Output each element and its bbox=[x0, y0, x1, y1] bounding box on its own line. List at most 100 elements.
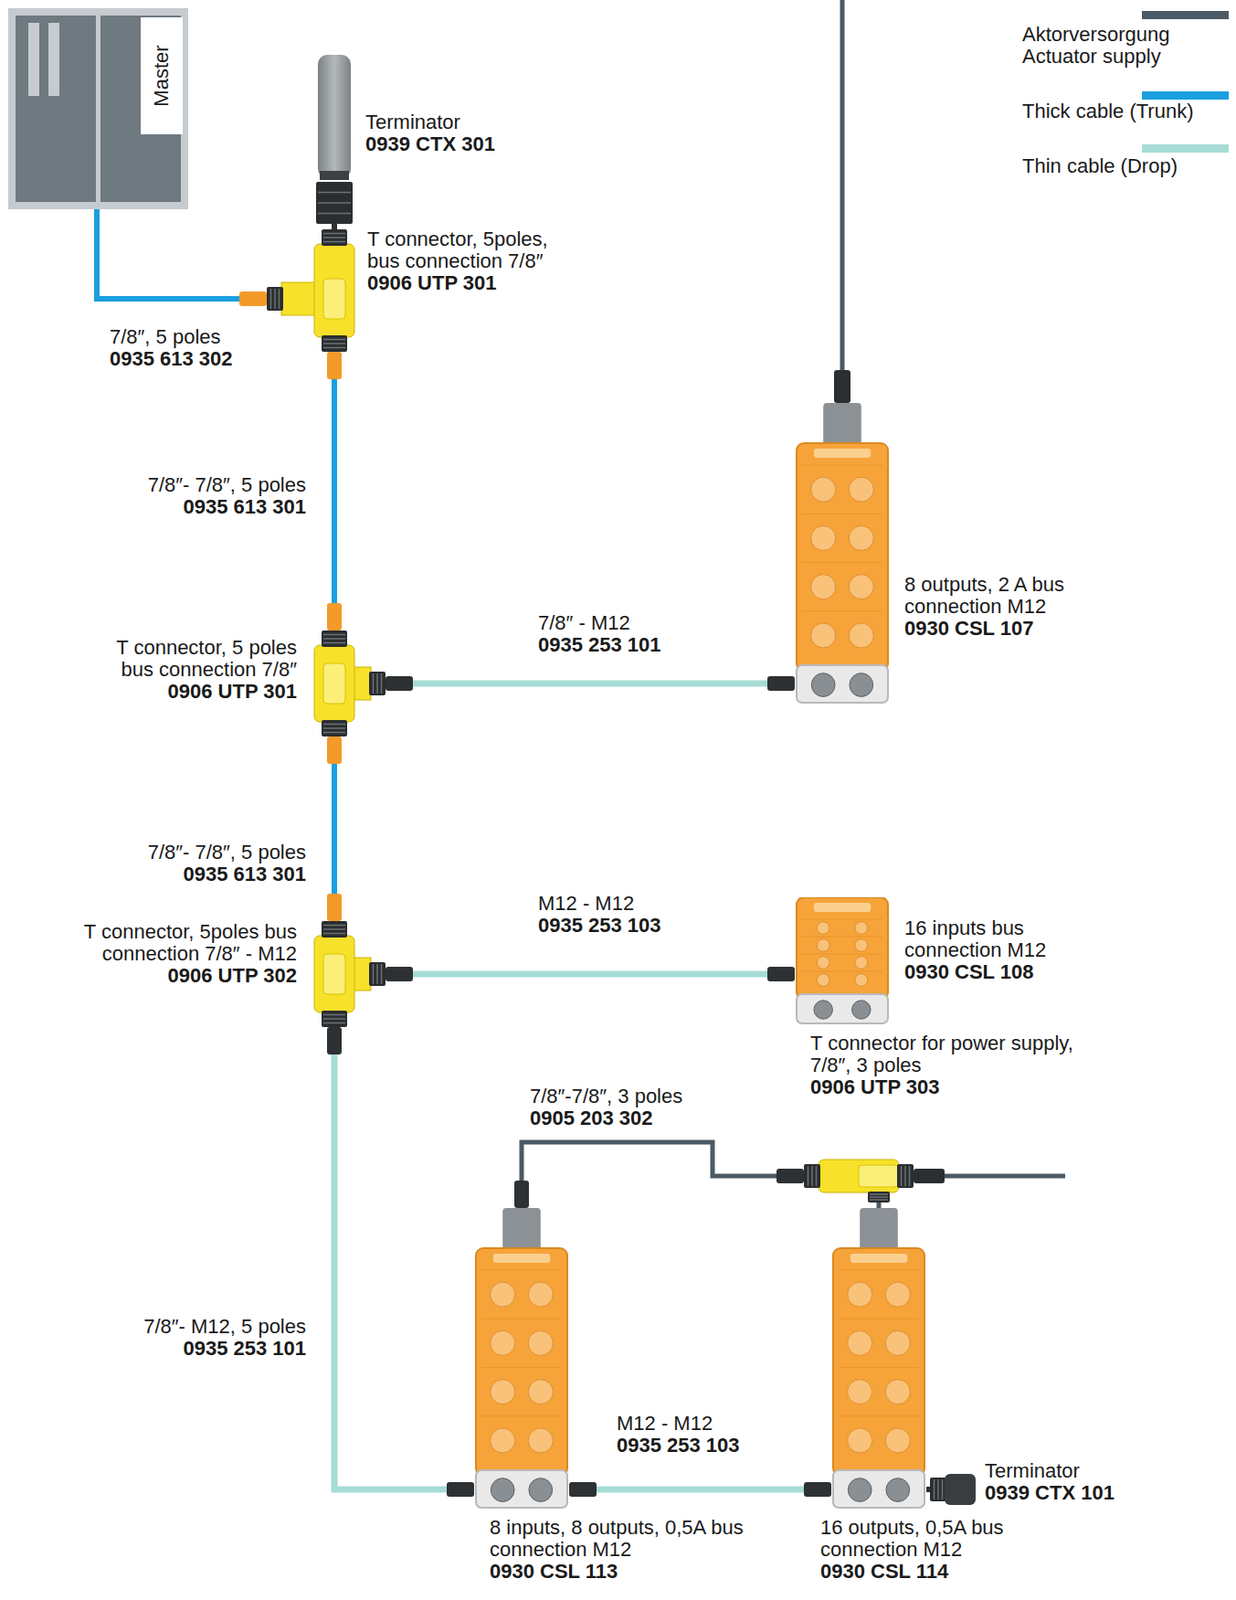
master-label-plate: Master bbox=[140, 17, 183, 135]
cable-part-number: 0935 613 301 bbox=[182, 863, 307, 886]
cable-description: 7/8″- 7/8″, 5 poles bbox=[147, 474, 307, 497]
cable-plug bbox=[327, 1026, 342, 1055]
cable bbox=[331, 351, 338, 631]
t-connector: T connector, 5 poles bus connection 7/8″… bbox=[301, 630, 386, 737]
legend-swatch bbox=[1141, 10, 1229, 20]
io-module-shape bbox=[474, 1207, 570, 1510]
part-number: 0930 CSL 113 bbox=[489, 1560, 764, 1583]
cable-part-number: 0935 253 103 bbox=[538, 914, 662, 937]
cable-description: 7/8″, 5 poles bbox=[109, 326, 222, 349]
part-description: T connector for power supply, 7/8″, 3 po… bbox=[810, 1032, 1094, 1077]
part-number: 0930 CSL 107 bbox=[904, 617, 1124, 640]
part-number: 0906 UTP 301 bbox=[91, 680, 297, 703]
node-caption: T connector, 5poles bus connection 7/8″ … bbox=[68, 920, 297, 988]
cable-plug bbox=[385, 676, 413, 691]
cable-part-number: 0935 253 101 bbox=[182, 1337, 307, 1360]
legend-text: Thick cable (Trunk) bbox=[1022, 100, 1210, 123]
terminator: Terminator0939 CTX 301 bbox=[314, 54, 355, 224]
cable-description: 7/8″- 7/8″, 5 poles bbox=[147, 841, 307, 864]
power-t-connector: T connector for power supply, 7/8″, 3 po… bbox=[803, 1149, 914, 1203]
cable bbox=[569, 1486, 832, 1493]
cable-plug bbox=[239, 291, 267, 307]
io-module: 16 outputs, 0,5A bus connection M120930 … bbox=[831, 1207, 927, 1510]
cable-description: 7/8″-7/8″, 3 poles bbox=[529, 1085, 683, 1108]
part-description: 8 outputs, 2 A bus connection M12 bbox=[904, 573, 1124, 618]
part-description: 16 outputs, 0,5A bus connection M12 bbox=[820, 1516, 1031, 1561]
part-number: 0906 UTP 301 bbox=[367, 272, 573, 295]
cable-part-number: 0935 253 103 bbox=[616, 1434, 740, 1457]
io-module-shape bbox=[831, 1207, 927, 1510]
part-description: T connector, 5 poles bus connection 7/8″ bbox=[91, 636, 297, 681]
cable bbox=[521, 1141, 804, 1208]
cable-description: 7/8″ - M12 bbox=[538, 612, 631, 634]
cable-plug bbox=[327, 736, 342, 764]
cable-part-number: 0905 203 302 bbox=[529, 1107, 654, 1130]
io-module-shape bbox=[794, 402, 890, 705]
node-caption: T connector, 5 poles bus connection 7/8″… bbox=[91, 636, 297, 704]
cable bbox=[876, 1202, 882, 1208]
cable-part-number: 0935 253 101 bbox=[538, 633, 662, 656]
part-description: T connector, 5poles bus connection 7/8″ … bbox=[68, 920, 297, 965]
cable-part-number: 0935 613 302 bbox=[109, 348, 233, 370]
legend-text: Aktorversorgung Actuator supply bbox=[1022, 23, 1210, 68]
power-plug bbox=[913, 1168, 945, 1184]
master-controller: Master bbox=[8, 8, 189, 210]
legend-swatch bbox=[1141, 91, 1229, 100]
part-number: 0930 CSL 108 bbox=[904, 961, 1124, 983]
cable-plug bbox=[803, 1481, 832, 1497]
power-cable bbox=[840, 0, 846, 377]
io-module: 8 inputs, 8 outputs, 0,5A bus connection… bbox=[474, 1207, 570, 1510]
cable-plug bbox=[767, 966, 795, 982]
terminator-shape bbox=[314, 54, 355, 224]
cable-plug bbox=[569, 1481, 597, 1497]
cable-plug bbox=[385, 966, 413, 982]
cable-plug bbox=[327, 351, 342, 380]
terminator-shape bbox=[929, 1473, 976, 1505]
io-module: 8 outputs, 2 A bus connection M120930 CS… bbox=[794, 402, 890, 705]
node-caption: Terminator0939 CTX 101 bbox=[984, 1459, 1186, 1504]
cable-part-number: 0935 613 301 bbox=[182, 496, 307, 518]
cable bbox=[926, 1486, 930, 1492]
cable bbox=[334, 1026, 475, 1490]
cable bbox=[96, 209, 267, 299]
node-caption: 16 outputs, 0,5A bus connection M120930 … bbox=[820, 1516, 1031, 1584]
legend-swatch bbox=[1141, 144, 1229, 153]
part-description: Terminator bbox=[365, 111, 567, 134]
power-cable bbox=[931, 1173, 1066, 1179]
t-connector: T connector, 5poles bus connection 7/8″ … bbox=[301, 920, 386, 1027]
cable bbox=[331, 223, 338, 230]
cable-plug bbox=[327, 893, 342, 921]
part-number: 0906 UTP 303 bbox=[810, 1076, 1094, 1099]
part-description: Terminator bbox=[984, 1459, 1186, 1482]
legend-text: Thin cable (Drop) bbox=[1022, 155, 1210, 178]
part-number: 0939 CTX 101 bbox=[984, 1481, 1186, 1504]
cable bbox=[385, 971, 795, 978]
cable-description: 7/8″- M12, 5 poles bbox=[143, 1315, 307, 1338]
cable-plug bbox=[514, 1180, 529, 1208]
node-caption: Terminator0939 CTX 301 bbox=[365, 111, 567, 156]
cable-description: M12 - M12 bbox=[538, 892, 634, 915]
part-number: 0906 UTP 302 bbox=[68, 964, 297, 987]
cable-plug bbox=[327, 602, 342, 631]
power-plug bbox=[834, 369, 851, 403]
cable-plug bbox=[446, 1481, 475, 1497]
part-description: T connector, 5poles, bus connection 7/8″ bbox=[367, 228, 573, 273]
part-description: 16 inputs bus connection M12 bbox=[904, 917, 1124, 962]
cable-description: M12 - M12 bbox=[616, 1412, 713, 1435]
cable-plug bbox=[767, 676, 795, 691]
cable-plug bbox=[776, 1168, 804, 1184]
part-number: 0939 CTX 301 bbox=[365, 133, 567, 156]
t-connector-shape bbox=[266, 229, 359, 352]
node-caption: 8 outputs, 2 A bus connection M120930 CS… bbox=[904, 573, 1124, 641]
node-caption: 16 inputs bus connection M120930 CSL 108 bbox=[904, 917, 1124, 984]
io-module: 16 inputs bus connection M120930 CSL 108 bbox=[794, 897, 890, 1025]
t-connector-shape bbox=[301, 920, 386, 1027]
part-number: 0930 CSL 114 bbox=[820, 1560, 1031, 1583]
master-label: Master bbox=[149, 44, 174, 106]
node-caption: T connector for power supply, 7/8″, 3 po… bbox=[810, 1032, 1094, 1099]
terminator: Terminator0939 CTX 101 bbox=[929, 1473, 976, 1505]
cable bbox=[331, 736, 338, 921]
